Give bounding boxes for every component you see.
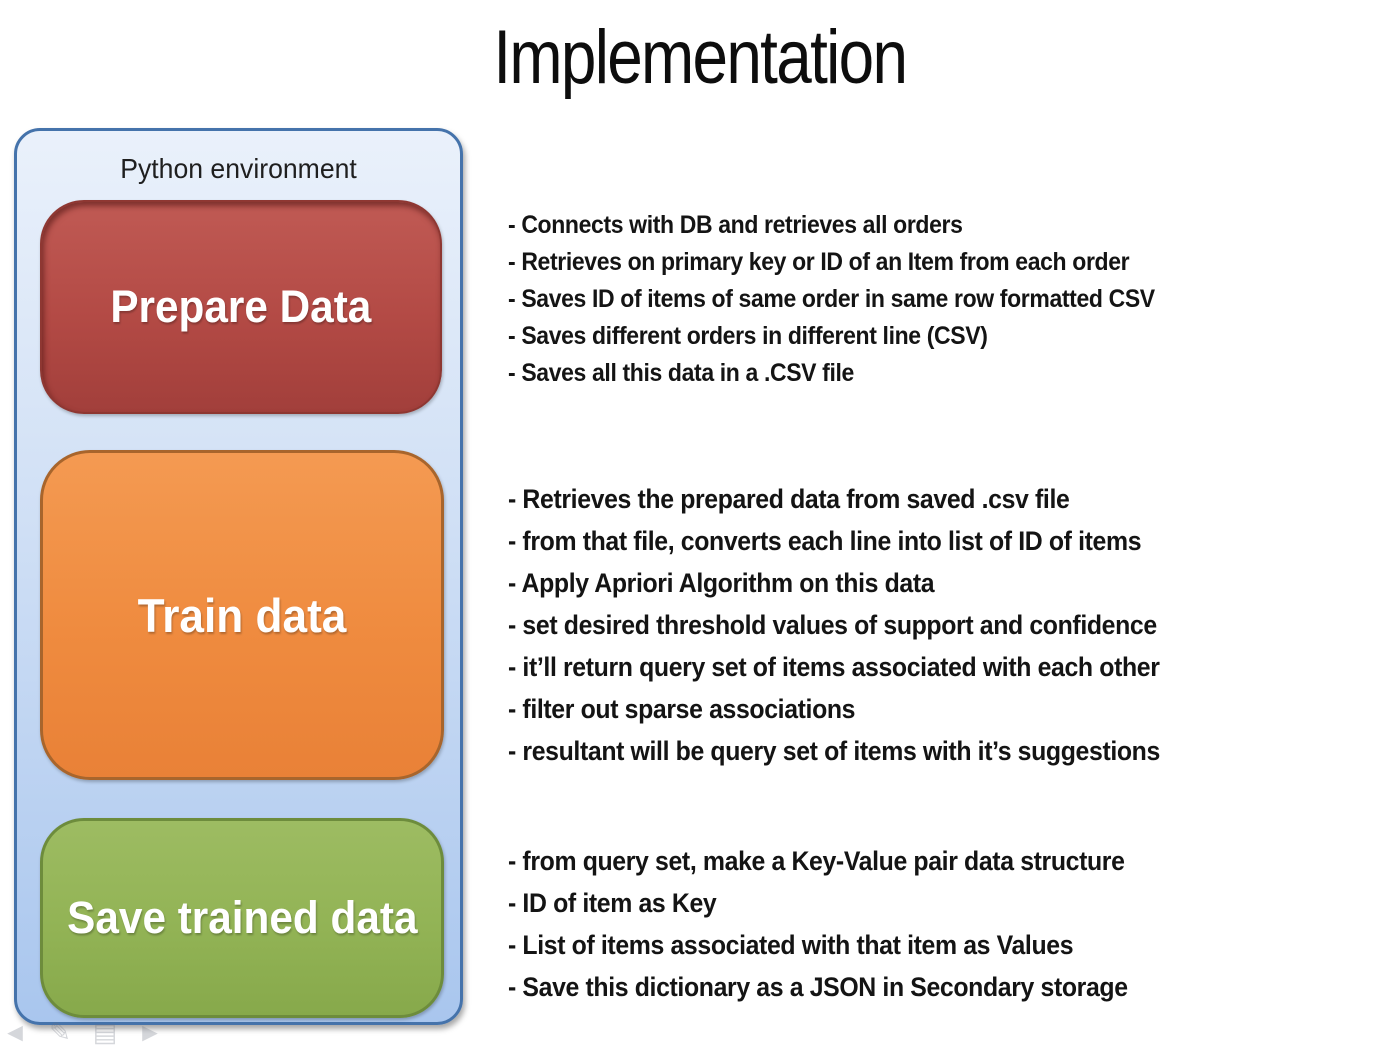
- note-line: - Apply Apriori Algorithm on this data: [508, 568, 935, 598]
- python-environment-panel: Python environment Prepare Data Train da…: [14, 128, 463, 1025]
- train-data-box: Train data: [40, 450, 444, 780]
- panel-label: Python environment: [17, 153, 460, 185]
- note-line: - Save this dictionary as a JSON in Seco…: [508, 972, 1128, 1002]
- presenter-nav: ◄ ✎ ▤ ►: [0, 1017, 165, 1048]
- note-line: - ID of item as Key: [508, 888, 717, 918]
- back-arrow-icon[interactable]: ◄: [2, 1017, 28, 1047]
- train-data-notes: - Retrieves the prepared data from saved…: [508, 478, 1160, 772]
- prepare-data-box-label: Prepare Data: [110, 281, 372, 332]
- train-data-box-label: Train data: [137, 588, 347, 642]
- save-trained-data-box-label: Save trained data: [66, 892, 418, 943]
- note-line: - it’ll return query set of items associ…: [508, 652, 1160, 682]
- page-title: Implementation: [493, 15, 909, 100]
- save-trained-data-box: Save trained data: [40, 818, 444, 1018]
- note-line: - Saves different orders in different li…: [508, 322, 988, 350]
- save-trained-data-notes: - from query set, make a Key-Value pair …: [508, 840, 1128, 1008]
- forward-arrow-icon[interactable]: ►: [137, 1017, 163, 1047]
- note-line: - Retrieves on primary key or ID of an I…: [508, 248, 1130, 276]
- slides-menu-icon[interactable]: ▤: [92, 1017, 118, 1047]
- note-line: - set desired threshold values of suppor…: [508, 610, 1157, 640]
- note-line: - Saves ID of items of same order in sam…: [508, 285, 1155, 313]
- note-line: - from that file, converts each line int…: [508, 526, 1142, 556]
- prepare-data-notes: - Connects with DB and retrieves all ord…: [508, 207, 1155, 392]
- note-line: - Connects with DB and retrieves all ord…: [508, 211, 963, 239]
- pen-icon[interactable]: ✎: [49, 1017, 71, 1047]
- note-line: - filter out sparse associations: [508, 694, 856, 724]
- note-line: - from query set, make a Key-Value pair …: [508, 846, 1125, 876]
- panel-label-text: Python environment: [120, 153, 357, 184]
- note-line: - List of items associated with that ite…: [508, 930, 1074, 960]
- note-line: - Saves all this data in a .CSV file: [508, 359, 854, 387]
- prepare-data-box: Prepare Data: [40, 200, 442, 414]
- note-line: - Retrieves the prepared data from saved…: [508, 484, 1070, 514]
- note-line: - resultant will be query set of items w…: [508, 736, 1160, 766]
- slide-header: Implementation: [0, 14, 1400, 101]
